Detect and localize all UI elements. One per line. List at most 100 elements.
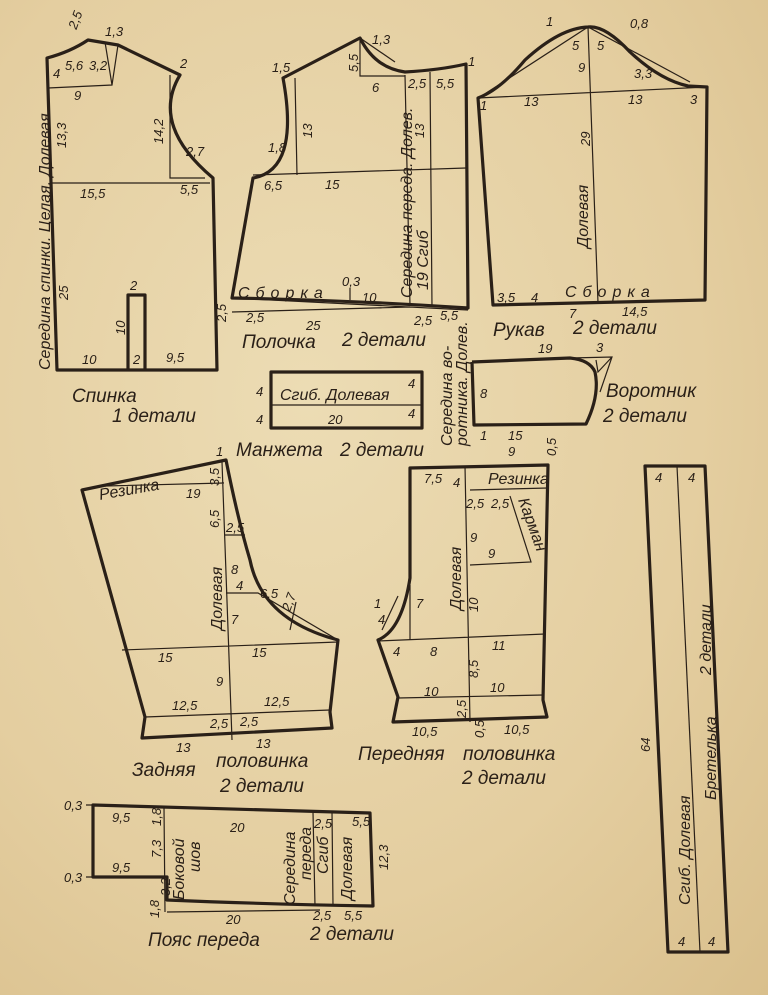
dim: 4 — [53, 66, 60, 81]
dim: 4 — [408, 406, 415, 421]
dim: 20 — [225, 912, 241, 927]
dim: 2 — [132, 352, 141, 367]
dim: 4 — [655, 470, 662, 485]
dim: 10,5 — [504, 722, 530, 737]
dim: 4 — [678, 934, 685, 949]
dim: 1 — [216, 444, 223, 459]
dim: 9,5 — [166, 350, 185, 365]
cuff-count: 2 детали — [339, 440, 424, 461]
sleeve-title: Рукав — [493, 320, 545, 341]
dim: 2,5 — [245, 310, 265, 325]
dim: 1,8 — [149, 807, 164, 826]
dim: 14,5 — [622, 304, 648, 319]
dim: 5,5 — [344, 908, 363, 923]
front-half-grain-label: Долевая — [448, 546, 465, 612]
dim: 0,3 — [342, 274, 361, 289]
dim: 10 — [424, 684, 439, 699]
collar-count: 2 детали — [602, 406, 687, 427]
dim: 19 — [538, 341, 552, 356]
dim: 2,5 — [454, 699, 469, 719]
dim: 4 — [531, 290, 538, 305]
dim: 4 — [378, 612, 385, 627]
sleeve-grain-label: Долевая — [575, 184, 592, 250]
belt-fold-label: Сгиб — [315, 836, 332, 874]
sleeve-outline — [476, 25, 709, 307]
dim: 10 — [113, 320, 128, 335]
front-half-outline — [376, 463, 550, 724]
dim: 5,5 — [180, 182, 199, 197]
front-fold-label: 19 Сгиб — [415, 229, 432, 290]
dim: 15,5 — [80, 186, 106, 201]
dim: 10 — [82, 352, 97, 367]
dim: 5 — [597, 38, 605, 53]
back-count: 1 детали — [112, 406, 196, 427]
dim: 1 — [546, 14, 553, 29]
dim: 4 — [236, 578, 243, 593]
dim: 2,5 — [225, 520, 245, 535]
dim: 1 — [480, 98, 487, 113]
front-half-elastic-label: Резинка — [488, 471, 549, 488]
front-half-lines — [377, 465, 549, 723]
back-half-elastic-label: Резинка — [98, 477, 161, 504]
dim: 10 — [490, 680, 505, 695]
front-piece: Середина переда. Долев. 19 Сгиб Сборка 1… — [230, 32, 475, 353]
back-title: Спинка — [72, 386, 137, 407]
belt-side-seam-label: шов — [187, 841, 204, 872]
dim: 1,8 — [147, 899, 162, 918]
belt-center-label: переда — [298, 827, 315, 880]
dim: 11 — [492, 638, 506, 653]
collar-center-label: Середина во- — [439, 346, 456, 446]
belt-grain-label: Долевая — [339, 836, 356, 902]
dim: 3,2 — [89, 58, 108, 73]
dim: 7,3 — [149, 839, 164, 858]
dim: 1 — [468, 54, 475, 69]
collar-title: Воротник — [606, 381, 697, 402]
dim: 6,5 — [264, 178, 283, 193]
belt-side-seam-label: Боковой — [171, 838, 188, 900]
dim: 0,3 — [64, 798, 83, 813]
dim: 1,3 — [105, 24, 124, 39]
dim: 3,2 — [158, 877, 173, 896]
dim: 4 — [453, 475, 460, 490]
dim: 10 — [466, 597, 481, 612]
dim: 2,5 — [65, 8, 86, 32]
dim: 3 — [596, 340, 604, 355]
cuff-piece: Сгиб. Долевая 4 4 4 4 20 Манжета 2 детал… — [236, 370, 424, 461]
dim: 1 — [480, 428, 487, 443]
dim: 5,5 — [436, 76, 455, 91]
dim: 15 — [252, 645, 267, 660]
dim: 2,5 — [239, 714, 259, 729]
front-center-label: Середина переда. Долев. — [399, 108, 416, 298]
dim: 2 — [179, 56, 188, 71]
collar-piece: Середина во- ротника. Долев. 19 3 8 1 15… — [439, 321, 697, 459]
front-half-title2: половинка — [463, 744, 555, 765]
dim: 5 — [572, 38, 580, 53]
dim: 4 — [393, 644, 400, 659]
dim: 3,5 — [207, 467, 222, 486]
dim: 5,5 — [346, 53, 361, 72]
dim: 1 — [374, 596, 381, 611]
dim: 15 — [508, 428, 523, 443]
dim: 4 — [688, 470, 695, 485]
dim: 2,5 — [209, 716, 229, 731]
dim: 2,5 — [313, 816, 333, 831]
dim: 15 — [325, 177, 340, 192]
cuff-fold-label: Сгиб. Долевая — [280, 387, 390, 404]
dim: 2,5 — [407, 76, 427, 91]
belt-lines — [86, 804, 334, 913]
dim: 9 — [508, 444, 515, 459]
belt-count: 2 детали — [309, 924, 394, 945]
dim: 0,8 — [630, 16, 649, 31]
dim: 6,5 — [260, 586, 279, 601]
dim: 3,5 — [497, 290, 516, 305]
dim: 10,5 — [412, 724, 438, 739]
collar-outline — [470, 356, 598, 427]
strap-outline — [643, 464, 730, 954]
dim: 9,5 — [112, 860, 131, 875]
dim: 5,5 — [440, 308, 459, 323]
dim: 20 — [229, 820, 245, 835]
dim: 1,8 — [268, 140, 287, 155]
belt-title: Пояс переда — [148, 930, 260, 951]
back-half-title2: половинка — [216, 751, 308, 772]
